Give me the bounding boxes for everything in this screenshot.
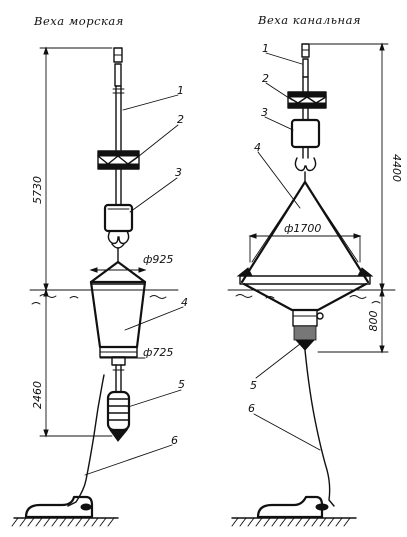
callout-r6: 6 (248, 402, 255, 415)
sinker-right (256, 495, 329, 519)
channel-buoy: Веха канальная (227, 13, 403, 527)
battery-box (103, 203, 134, 233)
callout-5: 5 (178, 378, 185, 391)
mooring-chain-right (304, 349, 335, 507)
dim-925: ф925 (143, 253, 173, 266)
callout-3: 3 (175, 166, 182, 179)
dim-2460: 2460 (31, 381, 44, 409)
callout-2: 2 (177, 113, 184, 126)
dim-1700: ф1700 (284, 222, 321, 235)
dim-4400: 4400 (390, 154, 403, 182)
callout-6: 6 (171, 434, 178, 447)
topmark (97, 150, 140, 170)
mooring-chain (67, 374, 105, 507)
float-body (89, 260, 147, 366)
shackle-right-l (294, 157, 306, 172)
float-body-right (236, 180, 374, 327)
shackle-left (107, 230, 119, 245)
top-light-right (301, 43, 310, 58)
callout-r3: 3 (261, 106, 268, 119)
ballast (106, 390, 131, 442)
callout-1: 1 (177, 84, 184, 97)
channel-buoy-title: Веха канальная (257, 13, 361, 27)
callout-r4: 4 (254, 141, 261, 154)
battery-box-right (290, 118, 321, 149)
callout-r1: 1 (262, 42, 269, 55)
dim-800: 800 (367, 311, 380, 332)
callout-4: 4 (181, 296, 188, 309)
sea-buoy: Веха морская (11, 14, 188, 527)
callout-r5: 5 (250, 379, 257, 392)
sinker (24, 495, 94, 519)
callout-r2: 2 (262, 72, 269, 85)
counterweight (293, 312, 324, 351)
topmark-right (287, 91, 327, 109)
dim-5730: 5730 (31, 176, 44, 204)
water-waves (31, 294, 167, 305)
mast-top (114, 63, 122, 87)
shackle-right (118, 230, 130, 245)
dim-725: ф725 (143, 346, 173, 359)
sea-buoy-title: Веха морская (33, 14, 124, 28)
